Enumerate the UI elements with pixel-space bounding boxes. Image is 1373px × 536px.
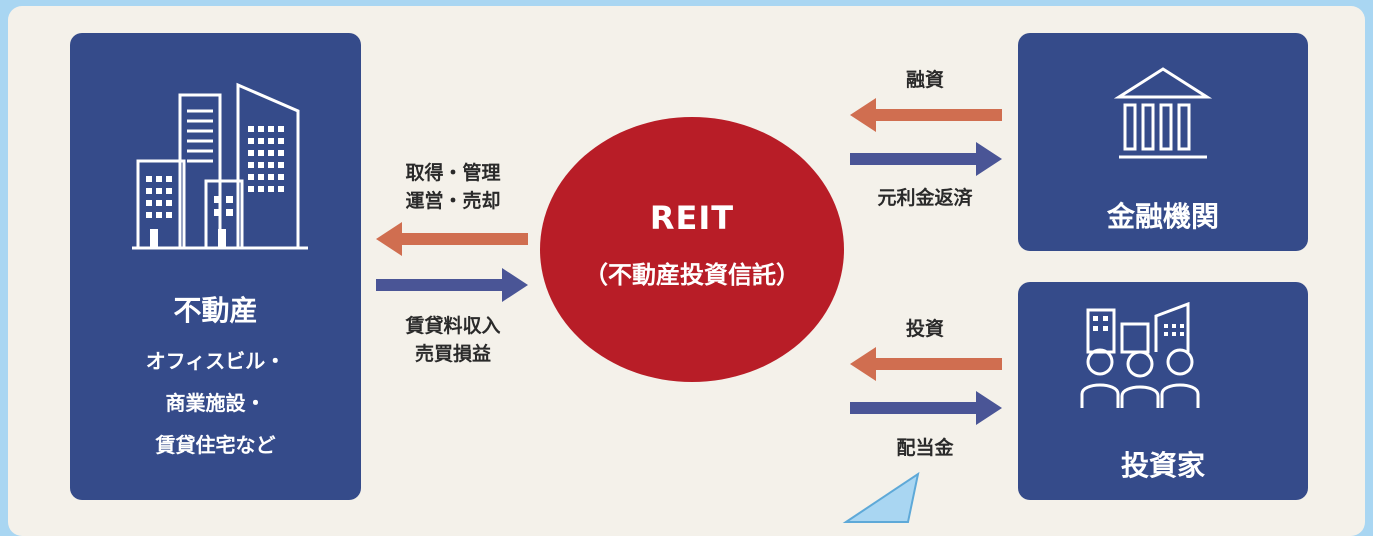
loan-arrow [850,98,1002,132]
real-estate-title: 不動産 [173,294,258,327]
loan-label: 融資 [905,69,944,91]
dividend-arrow [850,391,1002,425]
invest-arrow [850,347,1002,381]
repay-arrow [850,142,1002,176]
acquire-arrow [376,222,528,256]
acquire-label-1: 取得・管理 [405,162,501,184]
repay-label: 元利金返済 [877,187,973,209]
investors-icon [1080,302,1200,408]
real-estate-sub3: 賃貸住宅など [155,433,276,457]
reit-subtitle: （不動産投資信託） [584,261,800,289]
real-estate-box: 不動産 オフィスビル・ 商業施設・ 賃貸住宅など [70,33,361,500]
bank-box: 金融機関 [1018,33,1308,251]
investors-title: 投資家 [1120,449,1205,482]
acquire-label-2: 運営・売却 [405,190,501,212]
bank-icon [1113,67,1213,159]
rent-label-1: 賃貸料収入 [405,315,501,337]
real-estate-sub1: オフィスビル・ [145,349,286,373]
real-estate-sub2: 商業施設・ [165,391,266,415]
reit-title: REIT [649,199,735,237]
bank-title: 金融機関 [1106,200,1219,233]
buildings-icon [132,82,308,250]
invest-label: 投資 [905,318,944,340]
rent-arrow [376,268,528,302]
investors-box: 投資家 [1018,282,1308,500]
dividend-label: 配当金 [896,437,954,459]
reit-circle: REIT （不動産投資信託） [540,117,844,382]
callout-tail [842,471,920,523]
rent-label-2: 売買損益 [414,343,491,365]
